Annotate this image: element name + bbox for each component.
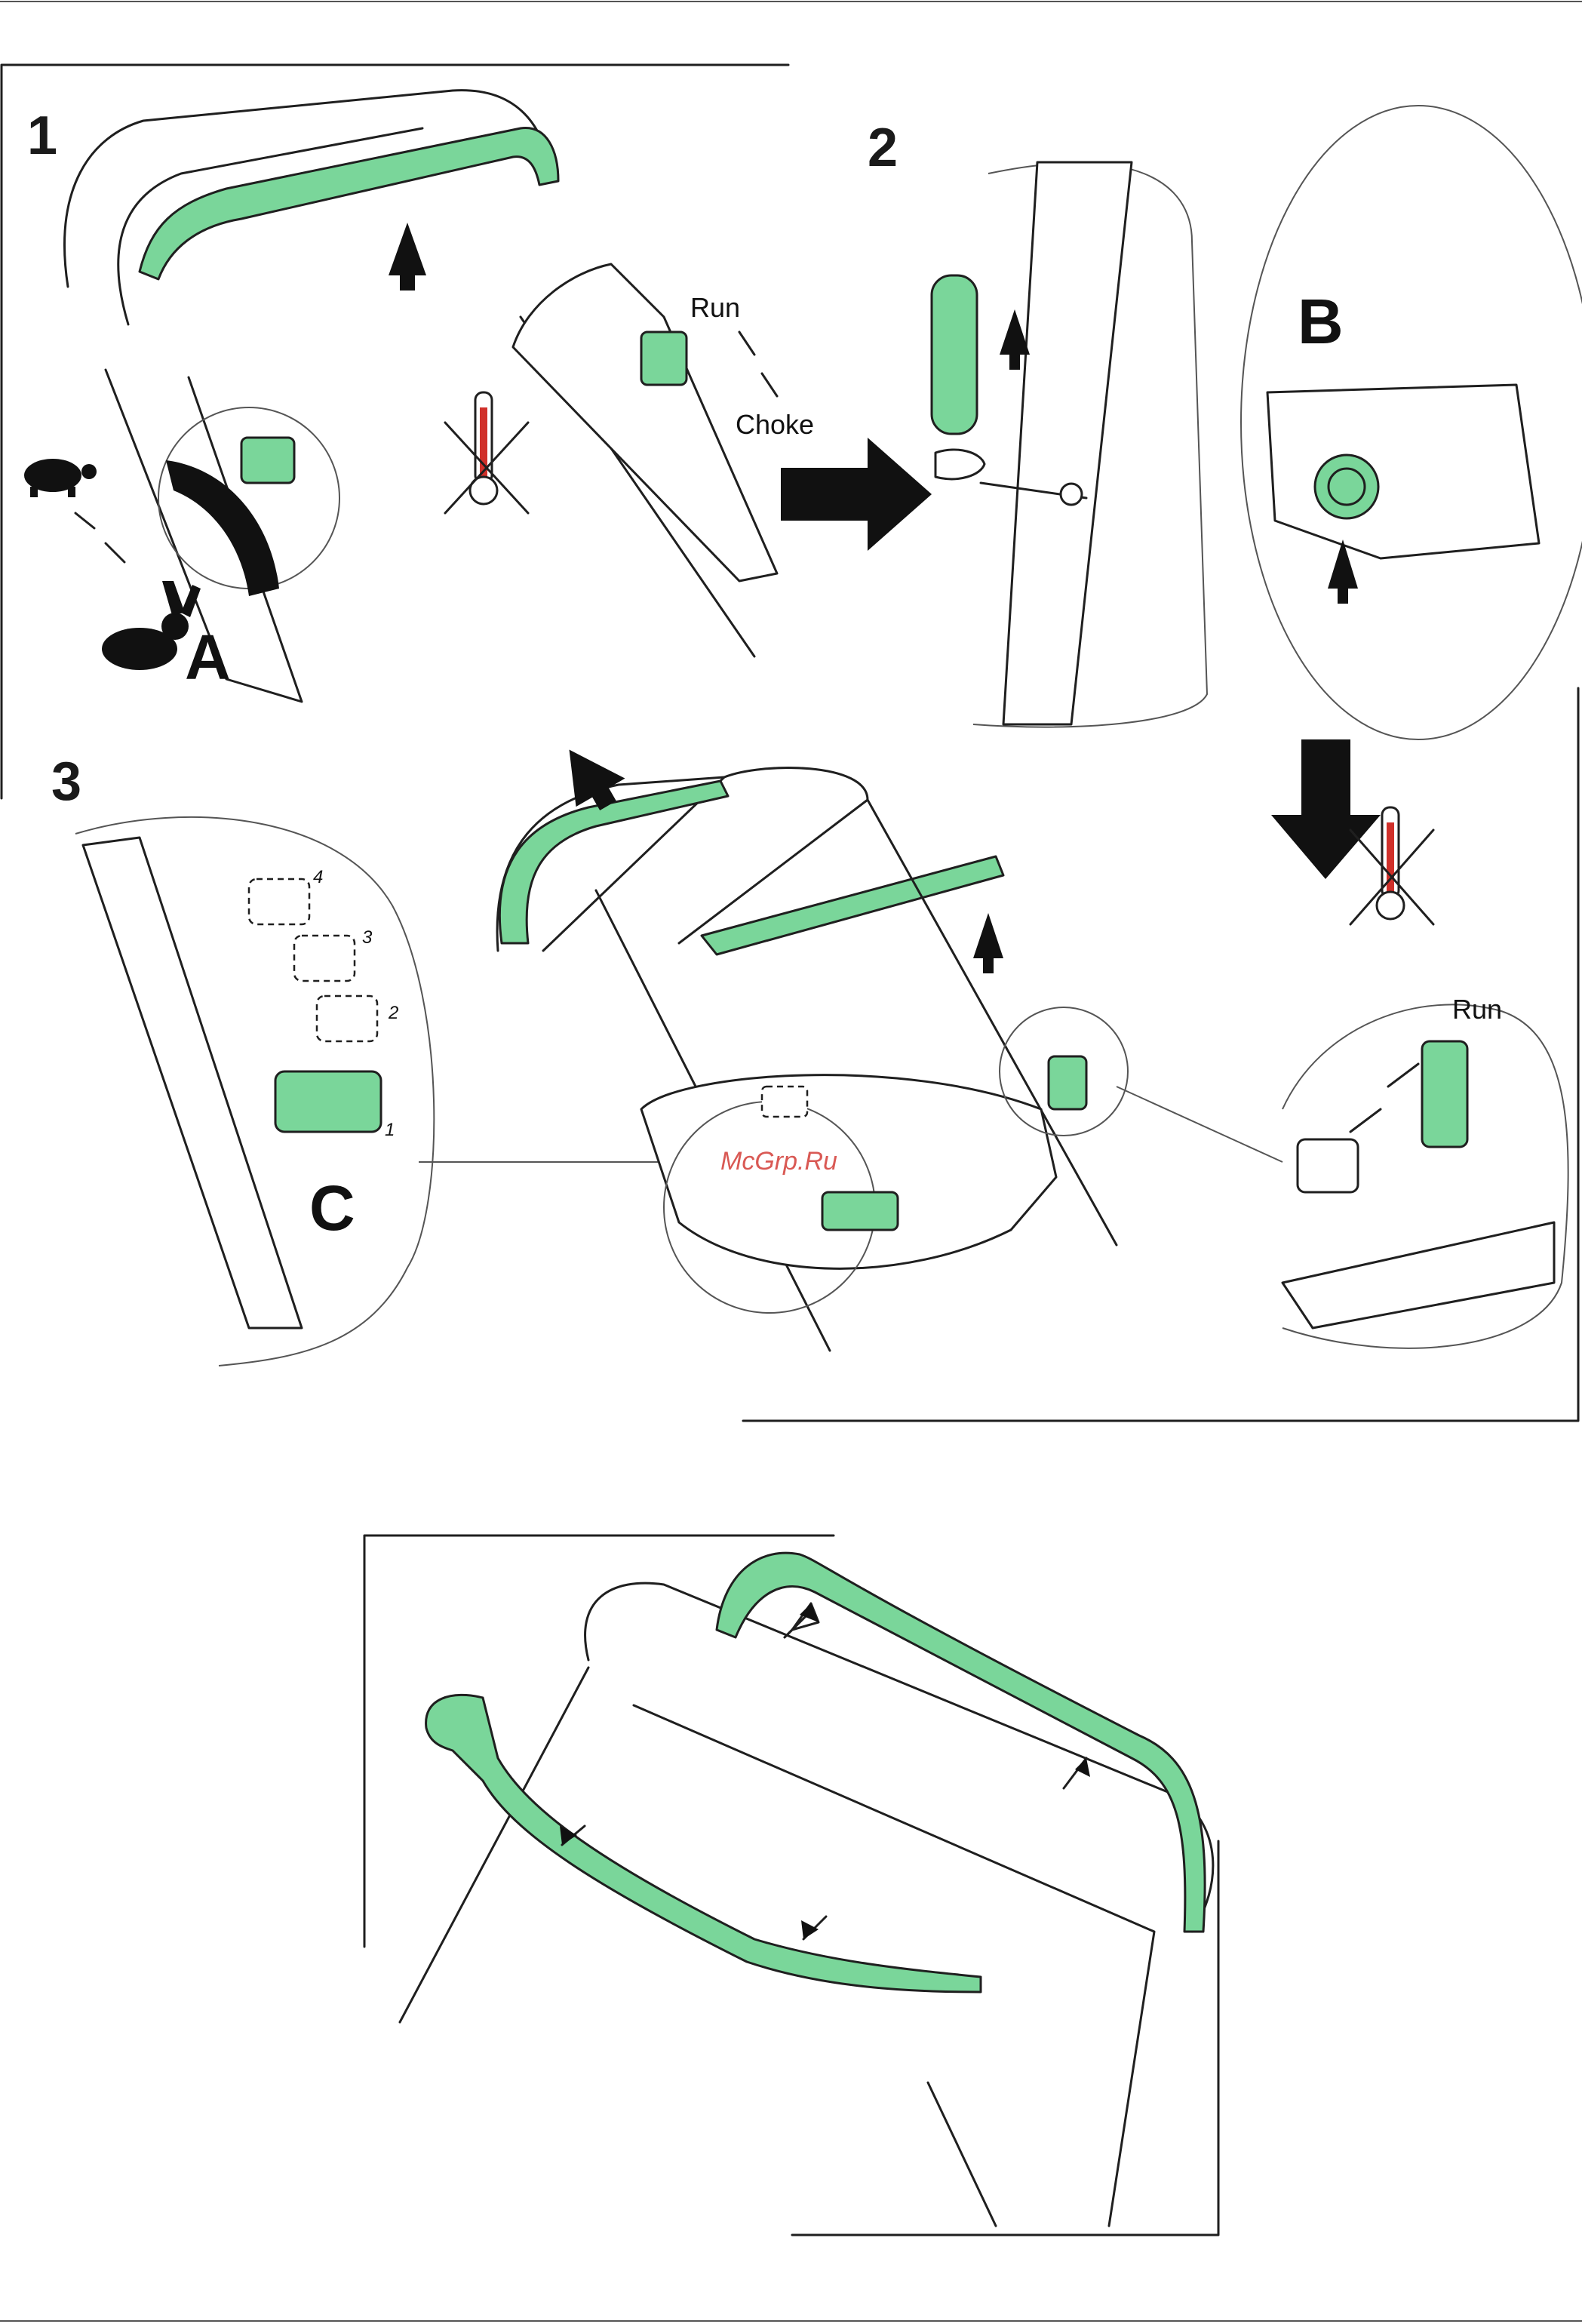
arrowhead-4 [801,1920,819,1939]
bolt-nut [1061,484,1082,505]
frame-tube-2 [1003,162,1132,724]
lever-pos-1: 1 [385,1120,395,1140]
center-control-panel [641,1075,1056,1269]
turtle-icon [24,459,97,497]
arrow-icon [389,223,426,290]
bail-bar-green-left-bottom [426,1695,981,1992]
step-2-number: 2 [868,118,898,178]
bail-bar-green-right [702,856,1003,954]
arrowhead-2 [1075,1758,1090,1777]
choke-lever [641,332,687,385]
center-speed-lever [822,1192,898,1230]
lever-ghost-2 [317,996,377,1041]
lever-pos-3: 3 [362,927,373,948]
panel-step-1: 1 A [2,65,932,798]
speed-lever-c [275,1071,381,1132]
label-run: Run [690,292,740,323]
leader-run [1117,1087,1282,1162]
bottom-frame-bottom [792,1841,1218,2235]
step-1-number: 1 [27,106,57,166]
engine-housing-b [1267,385,1539,558]
thermometer-icon [445,392,528,513]
run-lever-start-pos [1298,1139,1358,1192]
arrow-icon [973,913,1003,973]
callout-a: A [185,622,231,693]
run-housing-edge [1282,1222,1554,1328]
step-3-number: 3 [51,752,81,812]
panel-bail-install [364,1536,1218,2235]
label-choke: Choke [736,409,814,440]
big-arrow-right-icon [781,438,932,551]
slow-to-fast-arrows [75,513,124,562]
handle-bar-green [140,128,558,279]
cable-lower [928,2083,996,2226]
lever-ghost-3 [294,936,355,981]
center-lever-ghost [762,1087,807,1117]
lever-pos-2: 2 [388,1003,398,1023]
callout-b: B [1298,286,1344,357]
handle-right-tube [634,1705,1154,2226]
lever-pos-4: 4 [313,867,323,887]
run-to-choke-arrows [739,332,777,396]
label-run-2: Run [1452,994,1502,1025]
cable-connector-green [932,275,977,434]
callout-c: C [309,1173,355,1243]
lever-ghost-4 [249,879,309,924]
big-arrow-down-icon [1271,739,1381,879]
throttle-lever [241,438,294,483]
run-arrows [1350,1064,1418,1132]
watermark: McGrp.Ru [720,1147,837,1176]
center-choke-lever [1049,1056,1086,1109]
run-lever [1422,1041,1467,1147]
cable-spring [935,450,985,479]
bail-bar-green-right-bottom [717,1553,1205,1932]
primer-button-center [1329,469,1365,505]
